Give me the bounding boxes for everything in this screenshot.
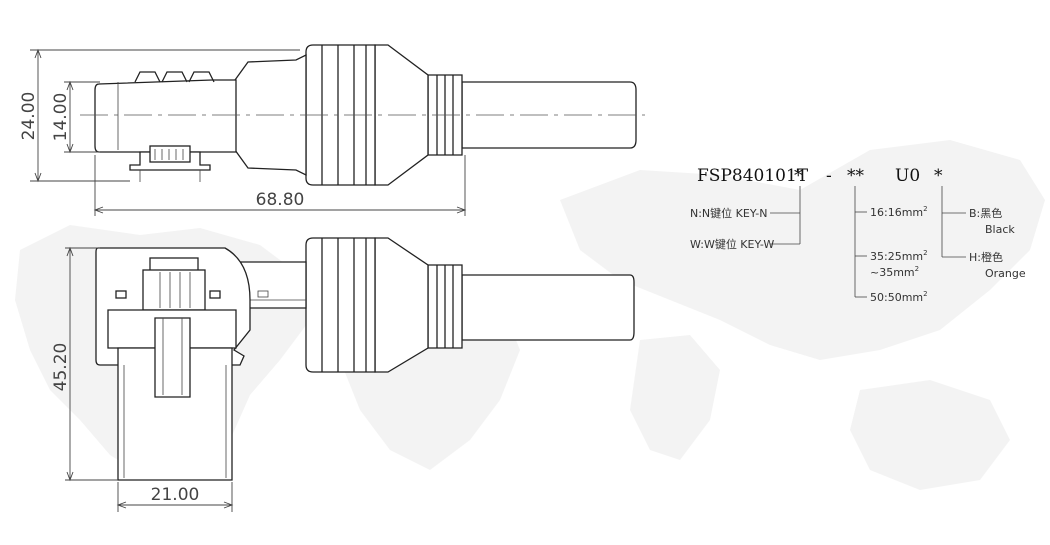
section-option-16: 16:16mm2 — [870, 205, 928, 219]
part-number-legend: FSP840101T * - ** U0 * N:N键位 KEY-N W:W键位… — [690, 166, 1026, 304]
part-number-suffix: U0 — [895, 166, 920, 186]
dim-height-inner: 14.00 — [51, 80, 100, 154]
dim-height-outer-label: 24.00 — [19, 92, 39, 141]
side-latch — [142, 257, 206, 311]
dim-height-side: 45.20 — [51, 246, 118, 482]
top-latch-bumps — [117, 71, 215, 150]
part-number-asterisk-color: * — [934, 166, 943, 186]
dim-height-side-label: 45.20 — [51, 343, 71, 392]
key-option-n: N:N键位 KEY-N — [690, 206, 767, 220]
dim-width-side: 21.00 — [116, 482, 234, 512]
color-option-orange-cn: H:橙色 — [969, 250, 1003, 264]
top-connector-head — [94, 79, 237, 153]
part-number-dash: - — [826, 166, 832, 186]
top-bottom-clip — [129, 145, 211, 182]
top-cable — [461, 81, 637, 149]
side-plug-key — [154, 317, 191, 398]
section-option-25-35-range: ~35mm2 — [870, 265, 919, 279]
top-view: 24.00 14.00 68.80 — [19, 44, 645, 216]
dim-height-inner-label: 14.00 — [51, 93, 71, 142]
dim-length-total-label: 68.80 — [256, 190, 305, 210]
color-option-black-cn: B:黑色 — [969, 206, 1002, 220]
side-cable — [461, 274, 635, 341]
key-option-w: W:W键位 KEY-W — [690, 237, 774, 251]
side-plug-body — [117, 347, 233, 481]
color-option-orange-en: Orange — [985, 267, 1026, 280]
side-boot-taper — [374, 237, 429, 373]
section-option-25-35: 35:25mm2 — [870, 249, 928, 263]
part-number-base: FSP840101T — [697, 166, 809, 186]
color-option-black-en: Black — [985, 223, 1015, 236]
section-option-50: 50:50mm2 — [870, 290, 928, 304]
dim-height-outer: 24.00 — [19, 48, 300, 183]
side-strain-relief — [427, 264, 463, 349]
dim-length-total: 68.80 — [93, 155, 467, 216]
dim-width-side-label: 21.00 — [151, 485, 200, 505]
top-boot-grip — [305, 44, 376, 186]
part-number-asterisk-section: ** — [847, 166, 865, 186]
side-view: 45.20 21.00 — [51, 237, 635, 512]
part-number-asterisk-key: * — [794, 166, 803, 186]
side-boot-grip — [305, 237, 376, 373]
